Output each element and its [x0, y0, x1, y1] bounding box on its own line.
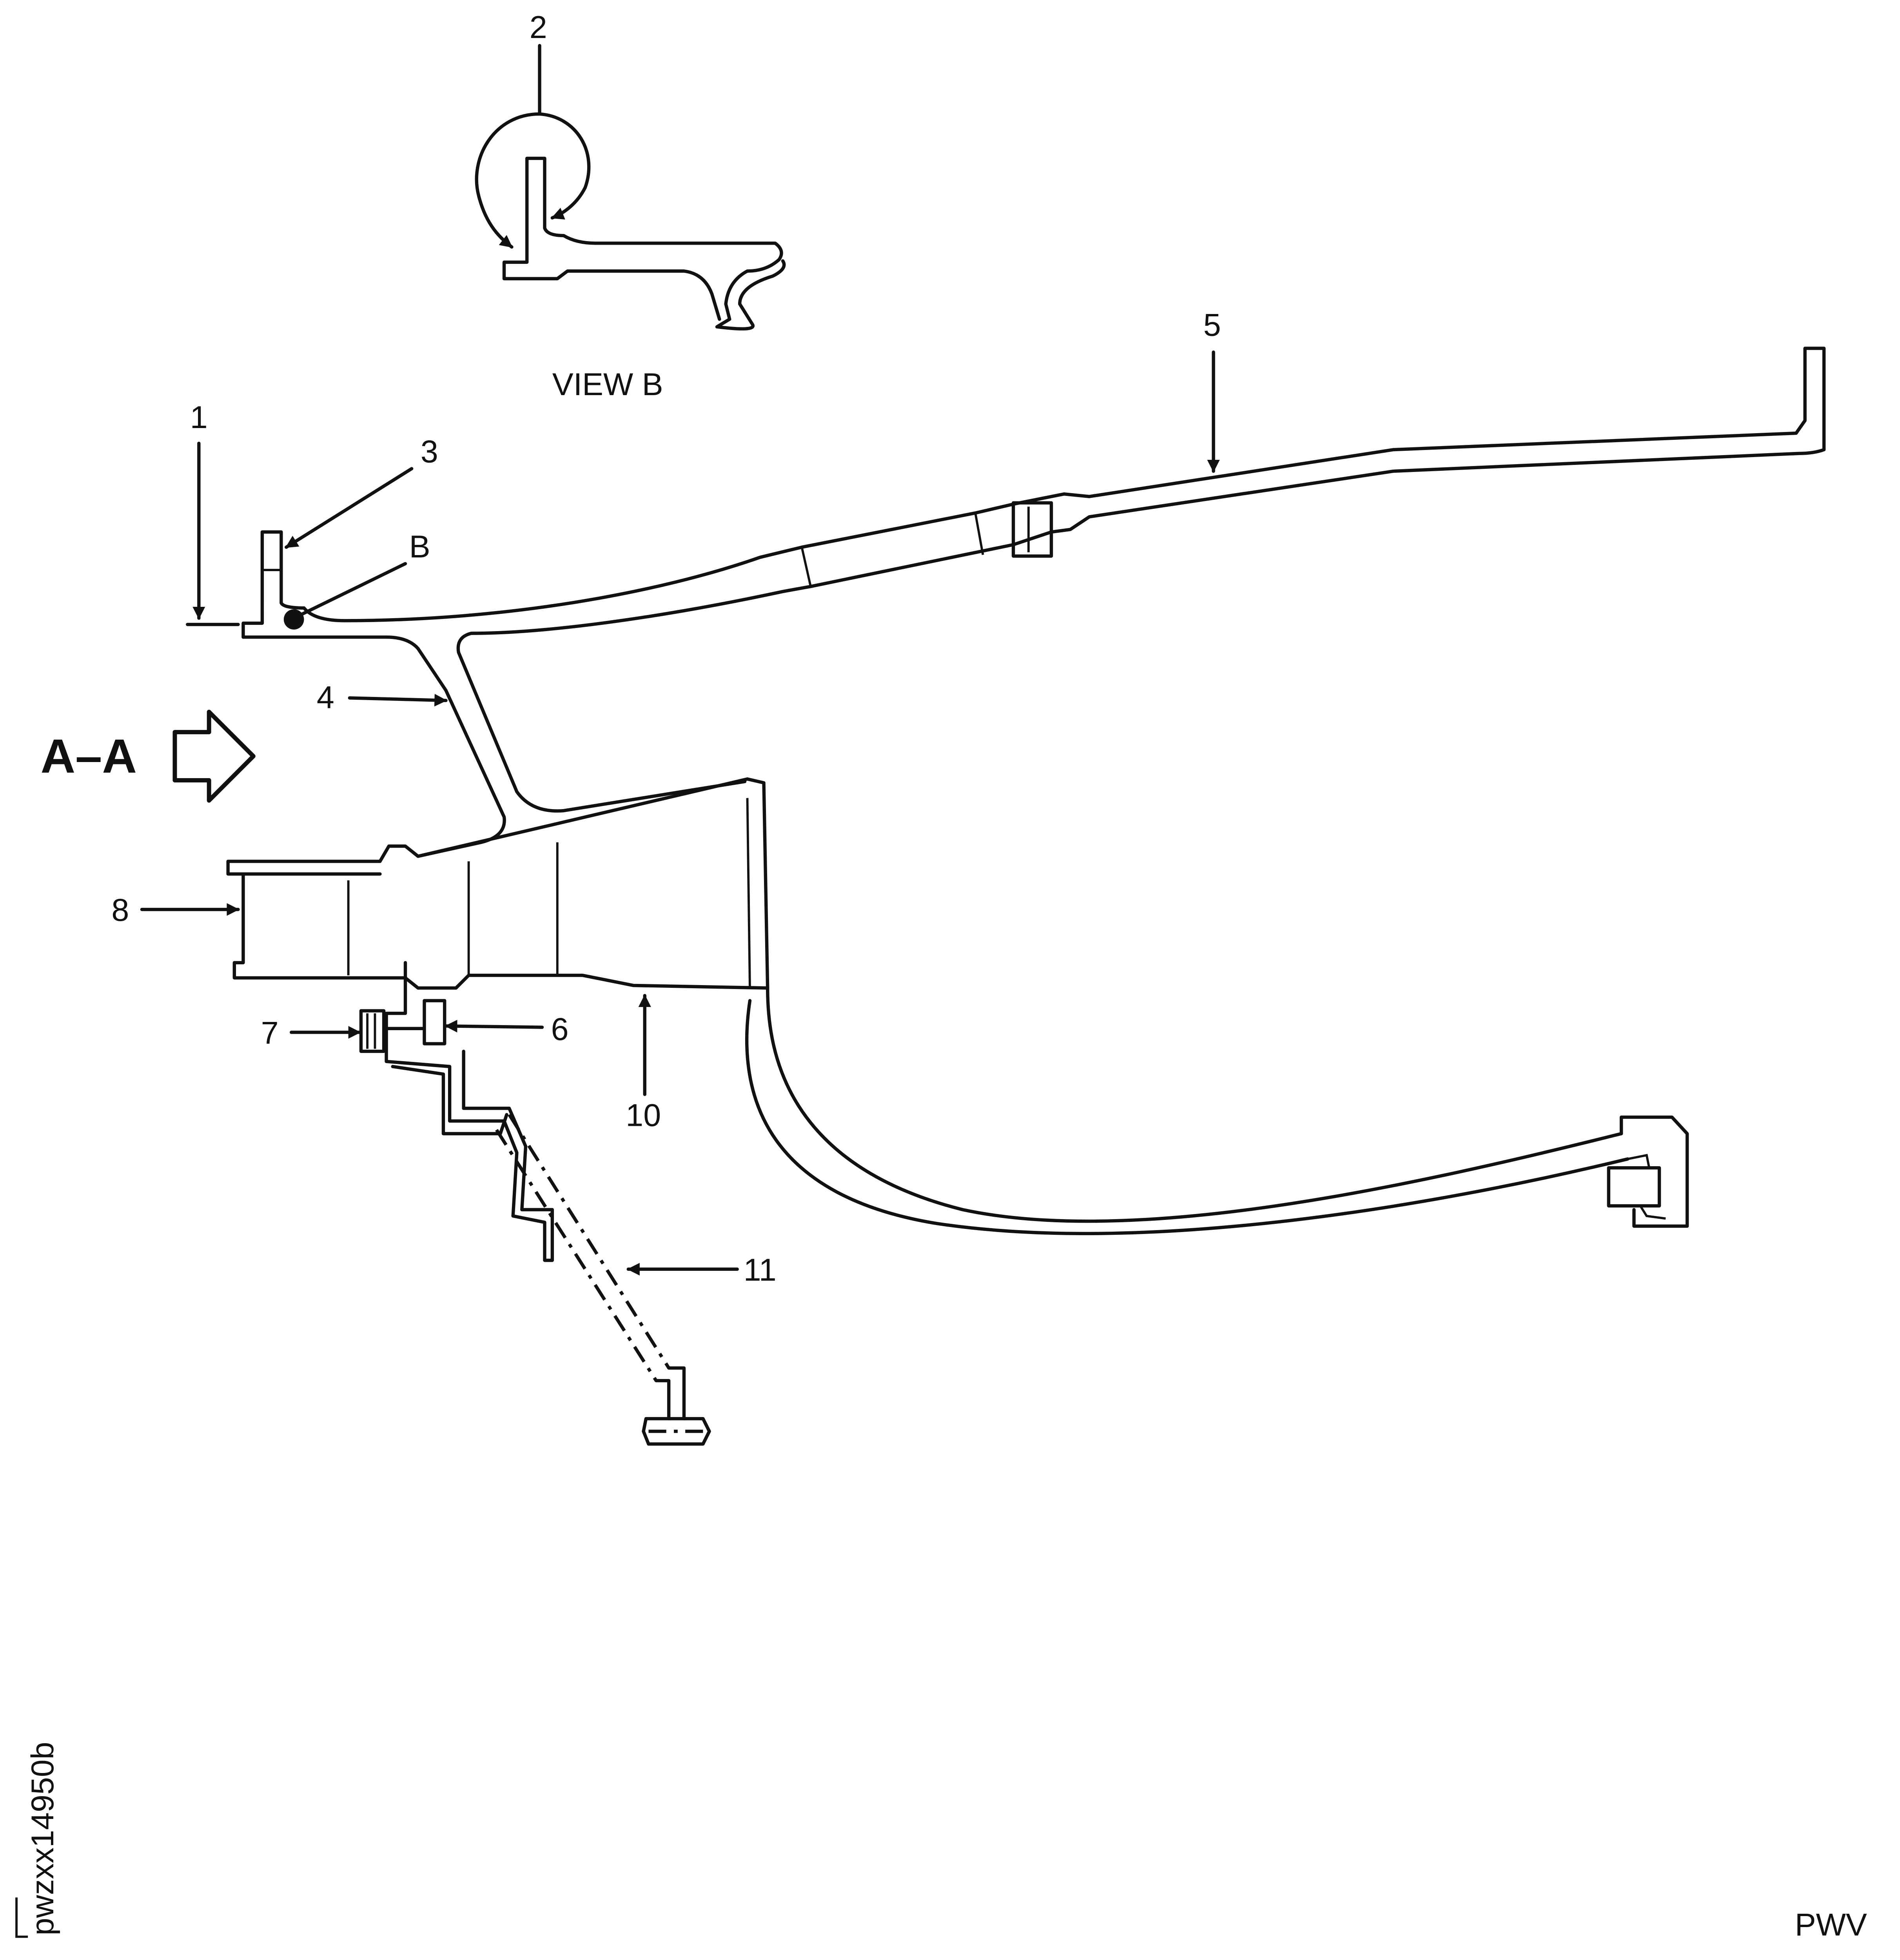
section-arrow-icon: [172, 710, 256, 803]
drawing-id-block: pwzxx14950b: [15, 1742, 60, 1938]
point-b-dot: [283, 609, 304, 630]
callout-8: 8: [111, 893, 129, 928]
callout-11: 11: [744, 1252, 777, 1288]
footer-code: PWV: [1795, 1907, 1867, 1942]
inner-case-arm: [745, 986, 1689, 1235]
rotation-arrow-icon: [475, 112, 541, 249]
callout-4: 4: [317, 680, 334, 715]
section-label: A–A: [40, 730, 137, 783]
callout-2: 2: [530, 10, 547, 45]
nut-7: [359, 1009, 386, 1053]
outer-case: [241, 347, 1826, 858]
callout-10: 10: [626, 1098, 661, 1133]
callout-6: 6: [551, 1012, 569, 1047]
callout-3: 3: [421, 434, 438, 469]
bracket-11: [359, 961, 711, 1446]
duct-section: [226, 777, 769, 990]
callout-7: 7: [261, 1016, 279, 1051]
view-b-detail: 2 VIEW B: [475, 10, 786, 402]
bolt-head-6: [423, 999, 446, 1045]
callout-5: 5: [1203, 307, 1221, 343]
callouts: 1 3 B 5 4 A–A 8 7 6 10 11: [40, 307, 1221, 1288]
drawing-id: pwzxx14950b: [25, 1742, 60, 1935]
callout-1: 1: [190, 400, 208, 435]
view-b-label: VIEW B: [552, 367, 663, 402]
callout-b: B: [409, 529, 430, 564]
